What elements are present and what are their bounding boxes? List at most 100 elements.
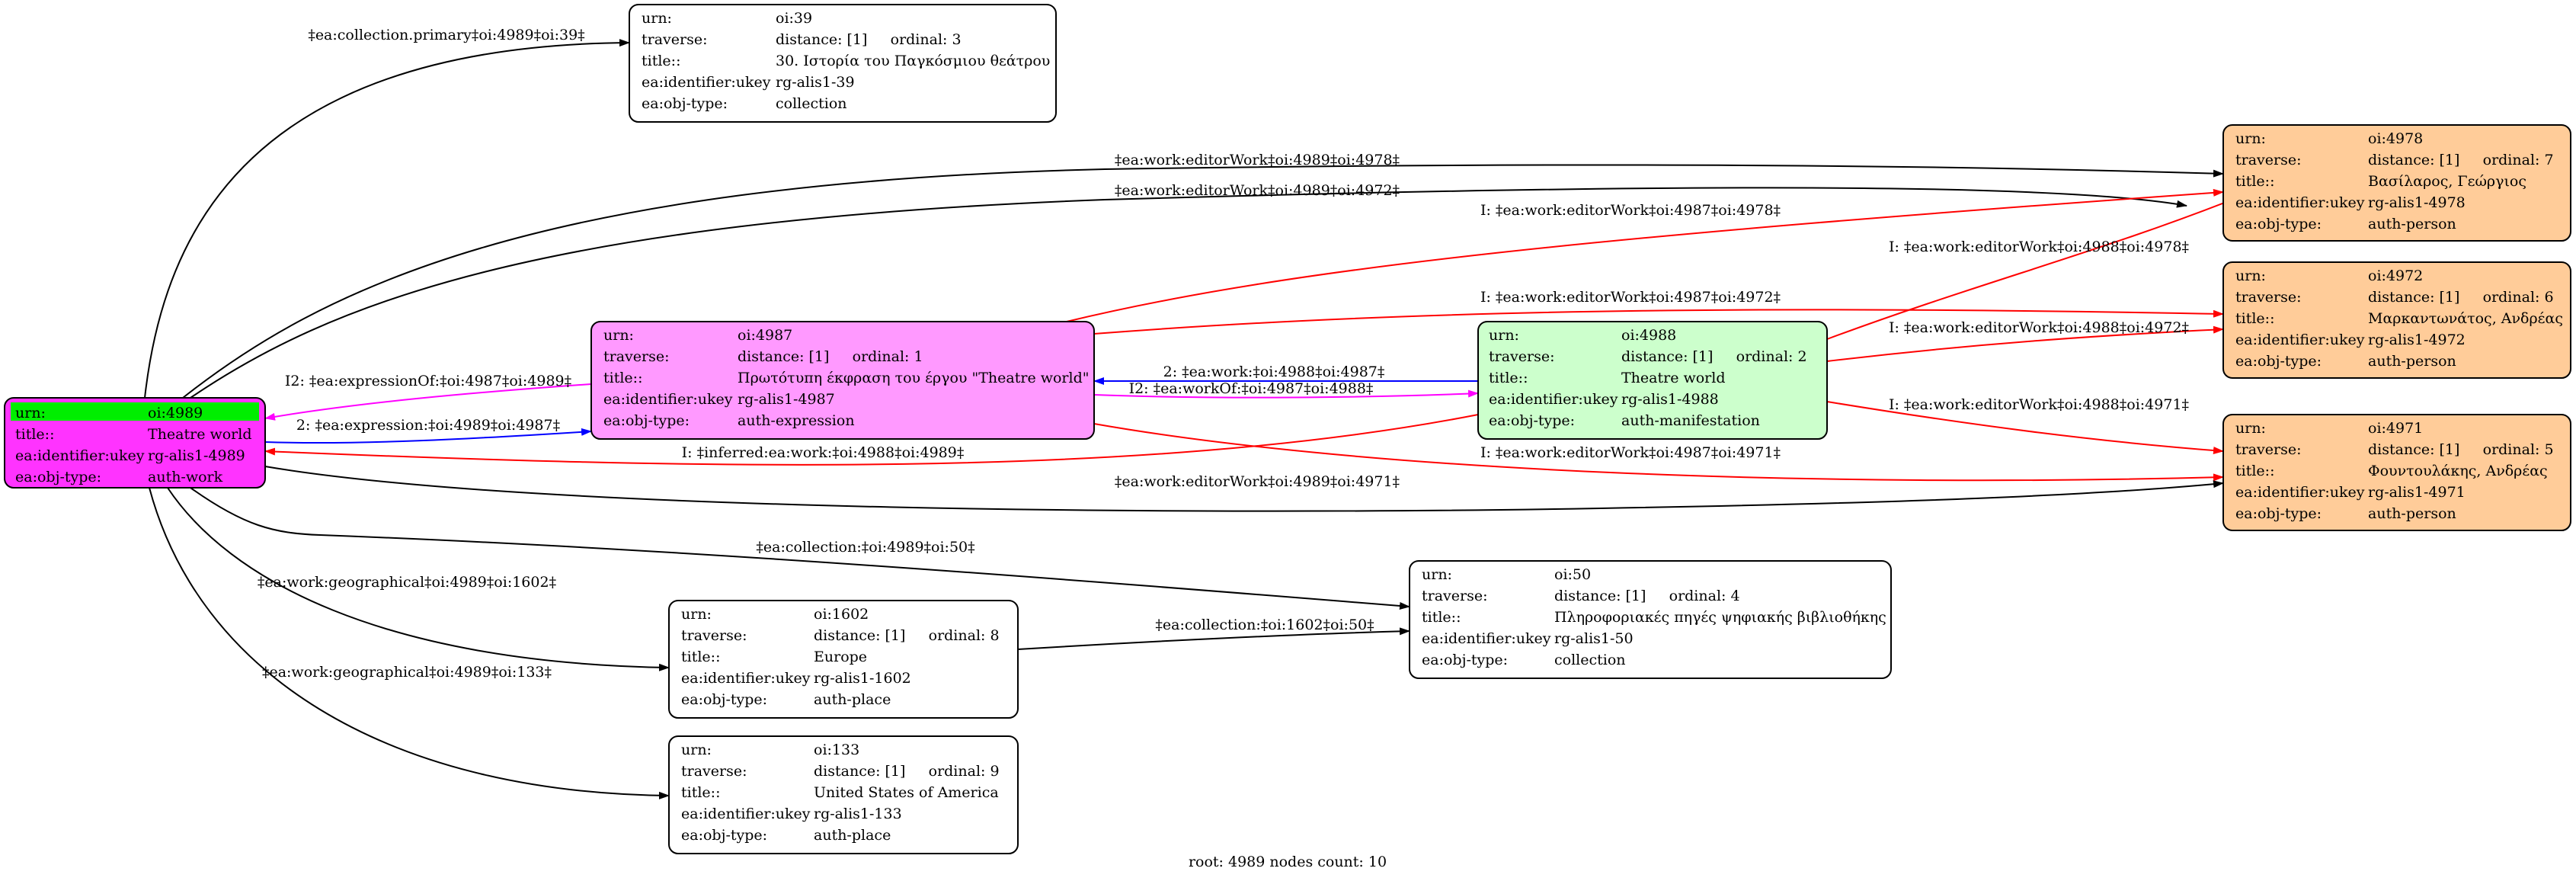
edge-expression-to-person-4978 [1066,188,2224,322]
node-field-value: Φουντουλάκης, Ανδρέας [2368,463,2548,479]
node-field-value: 30. Ιστορία του Παγκόσμιου θεάτρου [776,53,1050,69]
node-field-key: urn: [603,327,634,344]
node-field-value: rg-alis1-39 [776,74,855,91]
node-field-key: ea:identifier:ukey [1422,630,1551,647]
node-field-key: title:: [2235,310,2274,327]
edge-work-to-person-4978 [182,164,2224,399]
node-field-value: rg-alis1-50 [1554,630,1634,647]
node-field-value: Μαρκαντωνάτος, Ανδρέας [2368,310,2563,327]
edge-work-to-collection-39 [144,39,630,399]
node-field-value: distance: [1] ordinal: 4 [1554,588,1740,604]
node-oi4989[interactable]: urn: oi:4989 title:: Theatre world ea:id… [4,397,266,489]
edge-label: I2: ‡ea:expressionOf:‡oi:4987‡oi:4989‡ [285,373,571,389]
node-field-value: oi:4978 [2368,130,2423,147]
node-field-value: distance: [1] ordinal: 8 [814,627,1000,644]
node-field-value: rg-alis1-4971 [2368,484,2466,501]
edge-work-to-place-1602 [167,487,670,671]
node-oi4978[interactable]: urn: oi:4978 traverse: distance: [1] ord… [2222,124,2571,242]
node-field-key: ea:identifier:ukey [1489,391,1618,408]
node-oi39[interactable]: urn: oi:39 traverse: distance: [1] ordin… [629,4,1057,123]
node-field-value: distance: [1] ordinal: 2 [1621,348,1807,365]
node-field-key: title:: [2235,463,2274,479]
node-field-key: title:: [681,649,720,665]
edge-expression-to-work-magenta [264,383,592,421]
node-field-key: ea:obj-type: [681,691,767,708]
node-field-value: Πληροφοριακές πηγές ψηφιακής βιβλιοθήκης [1554,609,1886,626]
node-field-value: oi:4971 [2368,420,2423,437]
node-field-key: title:: [2235,173,2274,190]
edge-label: ‡ea:work:editorWork‡oi:4989‡oi:4972‡ [1115,182,1400,199]
node-field-value: distance: [1] ordinal: 9 [814,763,1000,780]
node-field-key: ea:identifier:ukey [681,806,811,822]
node-field-value: distance: [1] ordinal: 1 [738,348,923,365]
edge-work-to-collection-50 [190,487,1410,610]
node-field-key: title:: [15,426,54,443]
edge-label: I: ‡ea:work:editorWork‡oi:4988‡oi:4971‡ [1889,396,2189,413]
node-field-value: distance: [1] ordinal: 5 [2368,441,2554,458]
edge-expression-to-manifestation-magenta [1093,389,1479,399]
node-field-key: ea:identifier:ukey [2235,194,2365,211]
edge-label: 2: ‡ea:expression:‡oi:4989‡oi:4987‡ [296,417,560,434]
node-field-key: urn: [2235,130,2266,147]
node-field-key: urn: [681,606,712,623]
edge-label: ‡ea:collection:‡oi:1602‡oi:50‡ [1155,617,1374,633]
node-field-key: ea:identifier:ukey [2235,484,2365,501]
node-field-value: rg-alis1-4987 [738,391,835,408]
edge-label: 2: ‡ea:work:‡oi:4988‡oi:4987‡ [1163,364,1385,380]
edge-label: ‡ea:work:editorWork‡oi:4989‡oi:4971‡ [1115,473,1400,490]
node-oi4987[interactable]: urn: oi:4987 traverse: distance: [1] ord… [590,321,1095,440]
node-field-key: traverse: [603,348,670,365]
edge-expression-to-person-4972 [1093,309,2224,335]
node-field-value: distance: [1] ordinal: 7 [2368,152,2554,168]
node-field-key: ea:obj-type: [642,95,728,112]
node-field-value: rg-alis1-4972 [2368,332,2466,348]
edge-label: I: ‡inferred:ea:work:‡oi:4988‡oi:4989‡ [682,444,965,461]
node-field-value: Europe [814,649,867,665]
node-field-key: traverse: [2235,441,2302,458]
node-oi1602[interactable]: urn: oi:1602 traverse: distance: [1] ord… [668,600,1019,719]
edge-manifestation-to-work-inferred [264,414,1479,466]
node-field-value: rg-alis1-4989 [148,447,245,464]
node-oi4972[interactable]: urn: oi:4972 traverse: distance: [1] ord… [2222,261,2571,379]
node-field-key: title:: [603,370,642,386]
node-field-key: urn: [681,742,712,758]
node-field-key: traverse: [2235,152,2302,168]
node-field-key: ea:obj-type: [603,412,690,429]
node-field-key: urn: [2235,268,2266,284]
node-field-value: collection [1554,652,1626,668]
node-field-key: urn: [642,10,672,27]
edge-work-to-person-4972 [190,187,2187,399]
node-field-key: ea:obj-type: [681,827,767,844]
edge-place-1602-to-collection-50 [1017,627,1410,650]
node-field-key: traverse: [681,763,747,780]
node-oi50[interactable]: urn: oi:50 traverse: distance: [1] ordin… [1409,560,1892,679]
edge-label: I: ‡ea:work:editorWork‡oi:4988‡oi:4972‡ [1889,319,2189,336]
node-oi133[interactable]: urn: oi:133 traverse: distance: [1] ordi… [668,735,1019,854]
node-field-value: rg-alis1-4978 [2368,194,2466,211]
node-field-value: rg-alis1-4988 [1621,391,1719,408]
node-field-key: ea:identifier:ukey [603,391,733,408]
node-field-value: auth-person [2368,216,2456,232]
node-oi4988[interactable]: urn: oi:4988 traverse: distance: [1] ord… [1477,321,1828,440]
edge-label: ‡ea:collection:‡oi:4989‡oi:50‡ [756,539,974,556]
node-field-value: auth-place [814,827,891,844]
edge-label: ‡ea:work:geographical‡oi:4989‡oi:1602‡ [258,574,556,591]
node-field-value: distance: [1] ordinal: 6 [2368,289,2554,306]
node-oi4971[interactable]: urn: oi:4971 traverse: distance: [1] ord… [2222,414,2571,531]
edge-work-to-expression-blue [264,428,592,444]
node-field-key: ea:obj-type: [2235,216,2322,232]
node-field-key: traverse: [1422,588,1488,604]
node-field-key: urn: [15,405,46,421]
node-field-value: auth-work [148,469,223,485]
edge-label: I: ‡ea:work:editorWork‡oi:4988‡oi:4978‡ [1889,239,2189,255]
edge-label: I2: ‡ea:workOf:‡oi:4987‡oi:4988‡ [1129,380,1374,397]
node-field-value: oi:4989 [148,405,203,421]
edge-manifestation-to-person-4972 [1826,325,2224,362]
graph-footer: root: 4989 nodes count: 10 [1189,854,1387,870]
node-field-key: ea:obj-type: [2235,505,2322,522]
node-field-value: auth-expression [738,412,855,429]
node-field-key: ea:identifier:ukey [15,447,145,464]
node-field-value: Theatre world [148,426,252,443]
edge-manifestation-to-person-4978 [1826,193,2248,340]
